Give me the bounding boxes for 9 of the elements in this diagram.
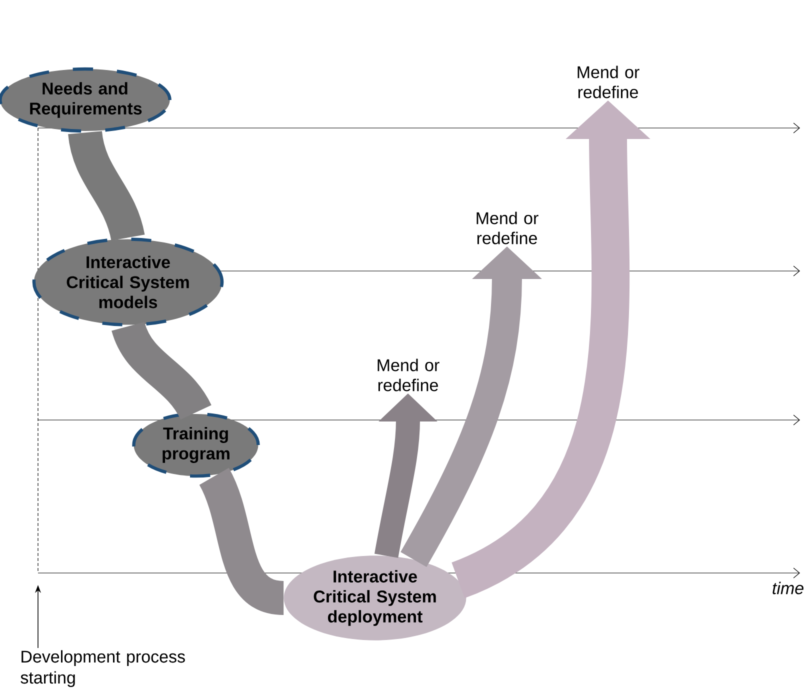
stage-cycle: Training program <box>132 412 260 478</box>
mend-label: Mend or redefine <box>578 66 640 98</box>
axis-label: time <box>772 582 804 594</box>
stage-cycle: Needs and Requirements <box>0 67 172 133</box>
start-note: Development process starting <box>20 650 185 688</box>
stage-label: Interactive Critical System deployment <box>284 556 466 640</box>
stage-cycle: Interactive Critical System models <box>32 238 224 326</box>
mend-label: Mend or redefine <box>476 212 538 244</box>
mend-label: Mend or redefine <box>378 358 440 392</box>
